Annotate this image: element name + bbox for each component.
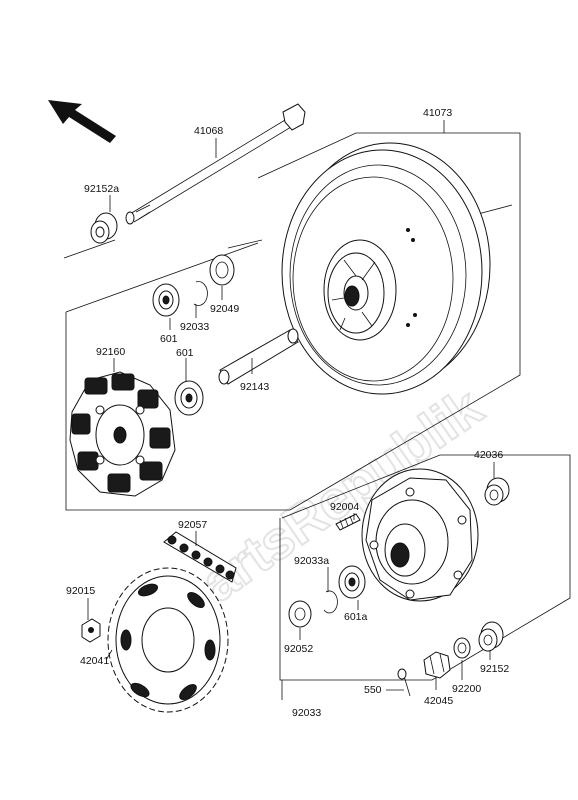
label-550: 550 xyxy=(364,684,382,696)
drive-chain xyxy=(163,531,237,583)
label-601-mid: 601 xyxy=(176,347,194,359)
label-41073: 41073 xyxy=(423,107,452,119)
label-42045: 42045 xyxy=(424,695,453,707)
sprocket-coupling-hub xyxy=(361,468,479,602)
rear-sprocket xyxy=(107,567,229,713)
label-41068: 41068 xyxy=(194,125,223,137)
label-92057: 92057 xyxy=(178,519,207,531)
label-92004: 92004 xyxy=(330,501,359,513)
wheel-damper xyxy=(69,371,176,497)
label-92160: 92160 xyxy=(96,346,125,358)
bearing-601a xyxy=(338,565,366,599)
washer-92200 xyxy=(453,637,471,659)
label-601a: 601a xyxy=(344,611,368,623)
spacer-92143 xyxy=(218,328,299,385)
label-92152a: 92152a xyxy=(84,183,119,195)
label-92033a: 92033a xyxy=(294,555,329,567)
circlip-92033-top xyxy=(193,281,208,306)
leader-lines xyxy=(87,120,495,691)
label-92033-bottom: 92033 xyxy=(292,707,321,719)
nut-92015 xyxy=(81,618,101,643)
label-92052: 92052 xyxy=(284,643,313,655)
label-92015: 92015 xyxy=(66,585,95,597)
part-labels: 41068 41073 92152a 92160 601 92033 92049… xyxy=(66,107,509,719)
bearing-601-mid xyxy=(174,380,204,416)
bearing-601-top xyxy=(152,283,180,317)
label-42036: 42036 xyxy=(474,449,503,461)
label-92033-top: 92033 xyxy=(180,321,209,333)
label-92143: 92143 xyxy=(240,381,269,393)
rear-wheel xyxy=(281,142,491,395)
assembly-outline xyxy=(63,132,571,700)
collar-92152a xyxy=(90,212,118,244)
collar-92152 xyxy=(478,621,504,652)
collar-42036 xyxy=(484,477,510,506)
circlip-92033a xyxy=(323,590,338,614)
front-direction-arrow-icon xyxy=(48,100,116,143)
seal-92049 xyxy=(209,254,235,286)
seal-92052 xyxy=(288,600,312,628)
label-601-top: 601 xyxy=(160,333,178,345)
label-42041: 42041 xyxy=(80,655,109,667)
label-92049: 92049 xyxy=(210,303,239,315)
cotter-pin-550 xyxy=(397,668,411,697)
axle xyxy=(125,103,306,225)
label-92200: 92200 xyxy=(452,683,481,695)
label-92152: 92152 xyxy=(480,663,509,675)
axle-nut-42045 xyxy=(423,651,451,679)
